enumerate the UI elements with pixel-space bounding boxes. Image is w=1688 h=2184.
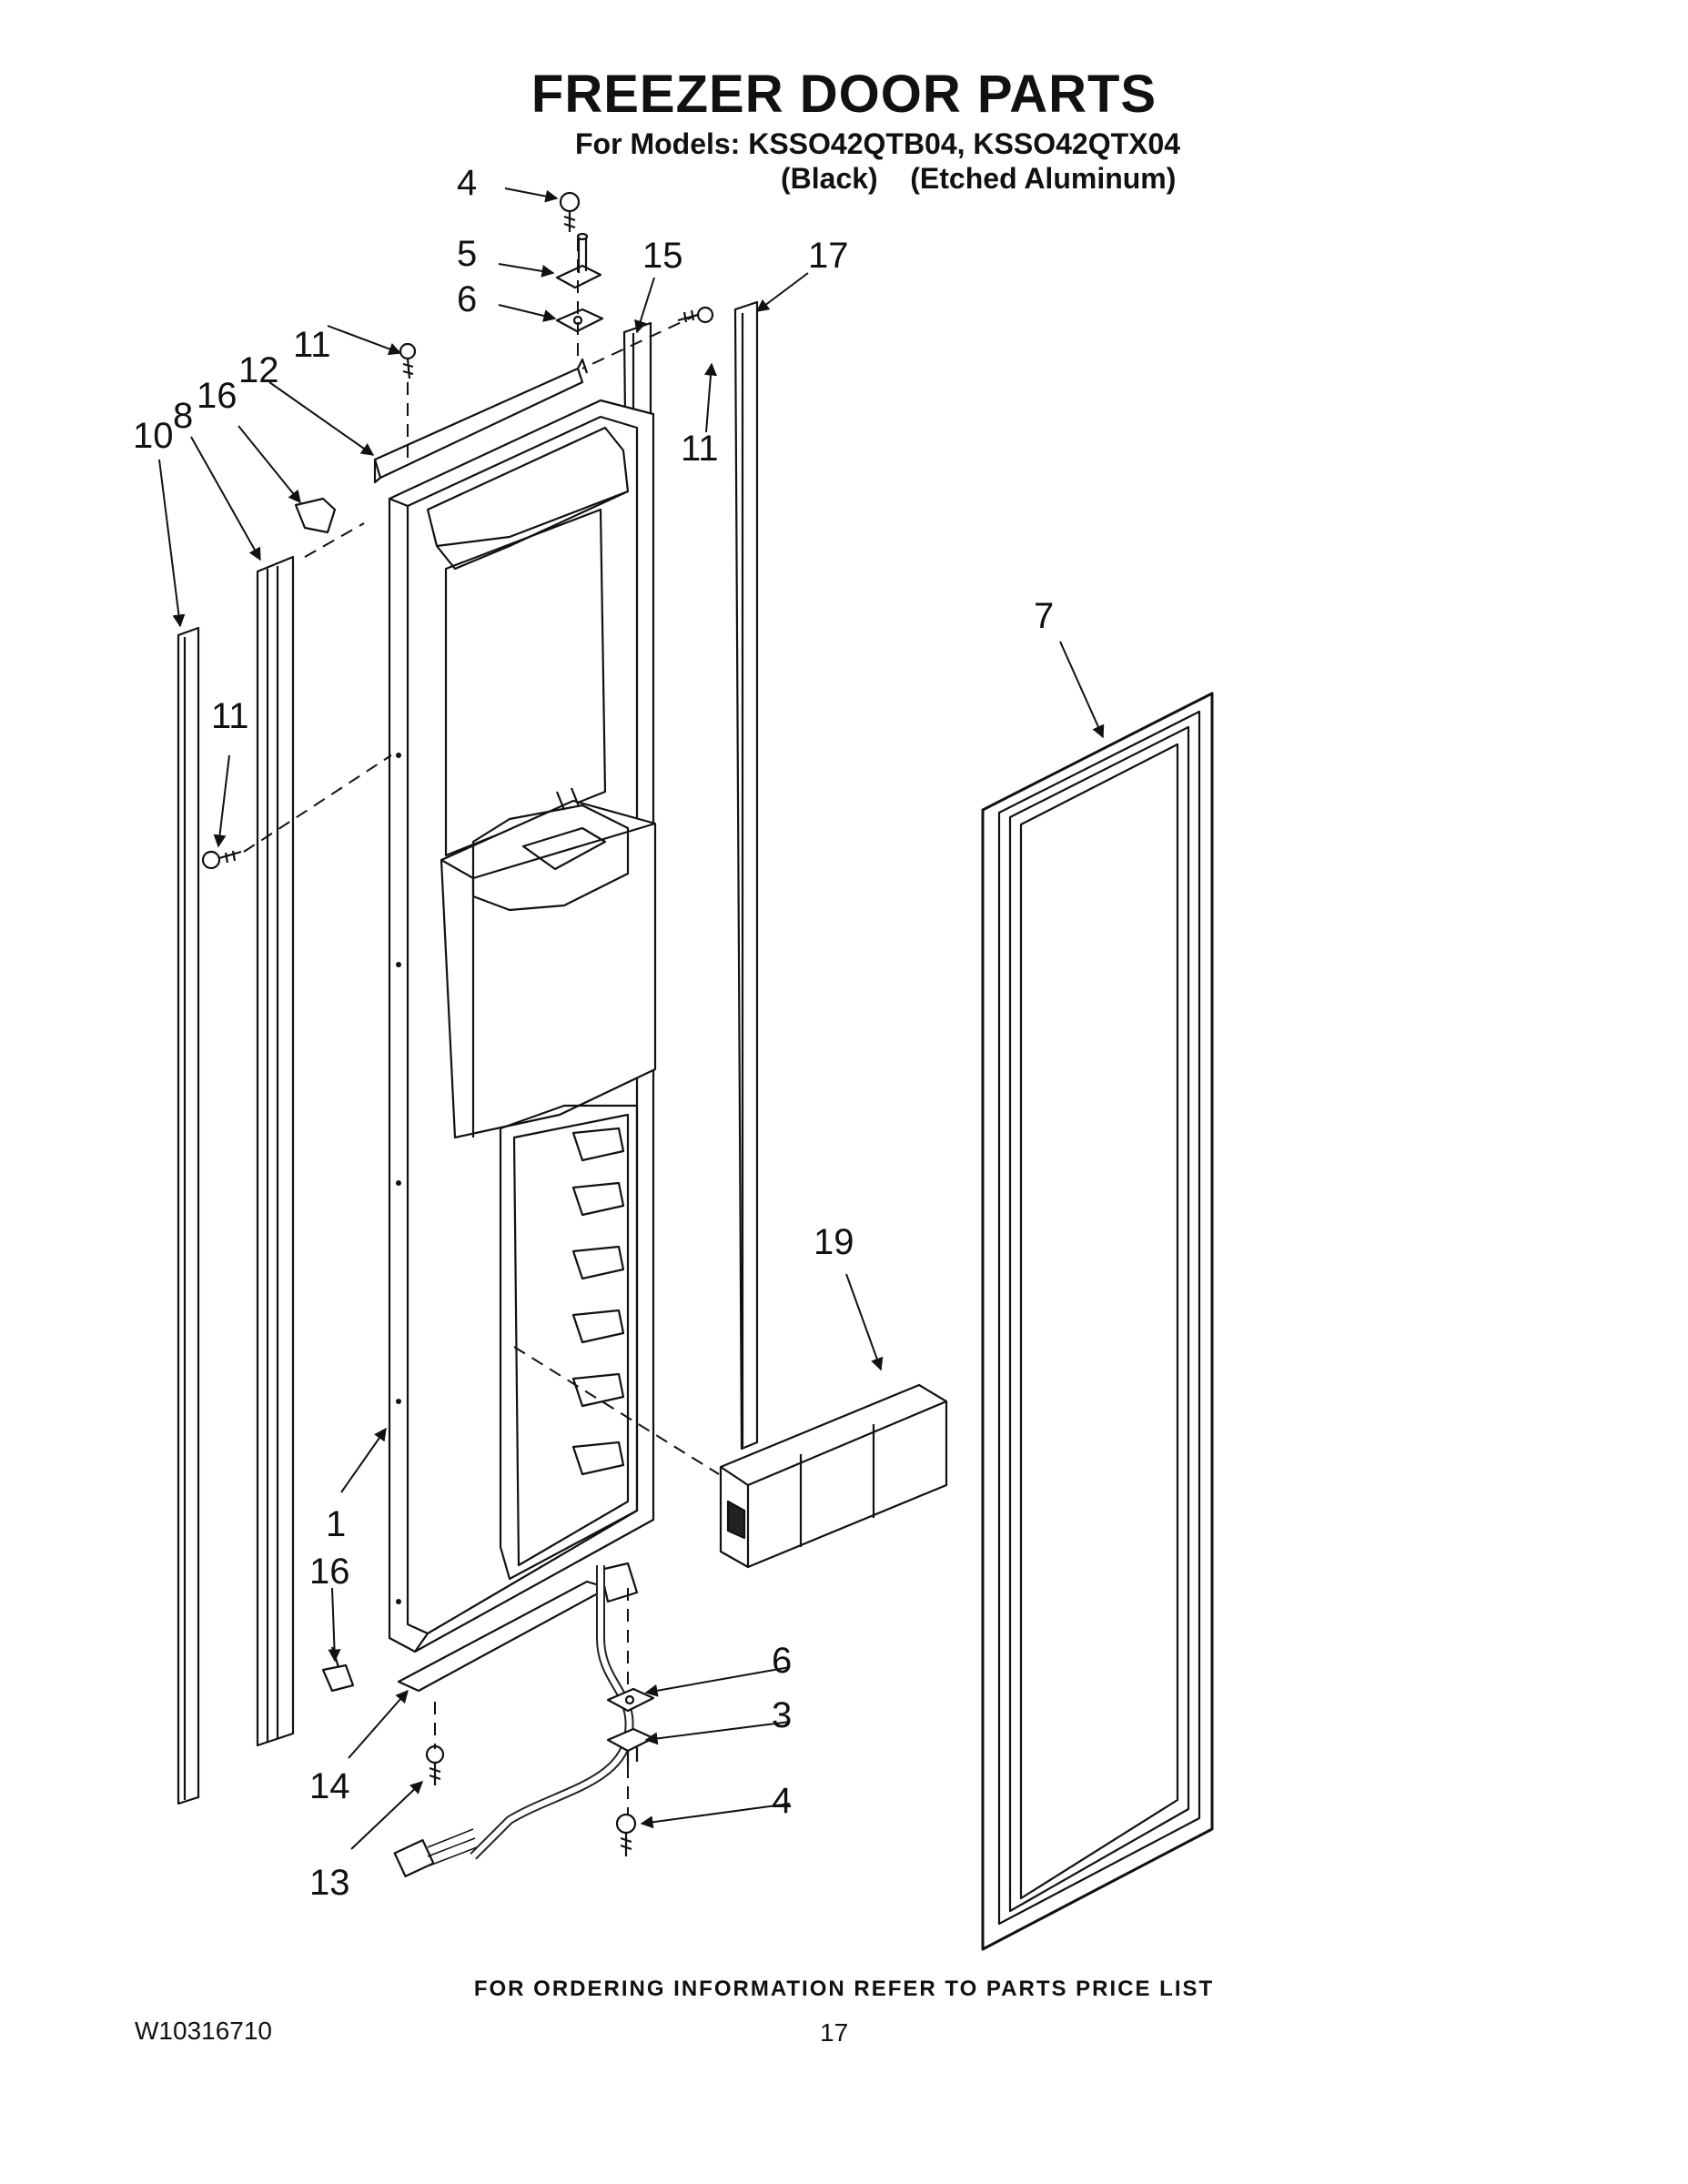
model-numbers: For Models: KSSO42QTB04, KSSO42QTX04: [575, 127, 1181, 160]
screw-part-4-top: [559, 191, 581, 232]
callout-10: 10: [133, 416, 174, 456]
door-bin-part-19: [719, 1383, 948, 1569]
callout-17: 17: [808, 236, 849, 276]
document-number: W10316710: [135, 2017, 273, 2045]
page-title: FREEZER DOOR PARTS: [531, 65, 1157, 124]
clip-part-16-top: [294, 497, 337, 534]
screw-part-11-side: [201, 850, 242, 870]
door-shelf-steps: [571, 1127, 625, 1476]
callout-4-top: 4: [457, 163, 477, 203]
variant-etched-aluminum: (Etched Aluminum): [910, 162, 1177, 195]
callout-11-a: 11: [293, 325, 331, 365]
door-assembly-part-1: [388, 399, 657, 1653]
callout-5: 5: [457, 234, 477, 274]
callout-7: 7: [1034, 596, 1054, 636]
callout-4-bottom: 4: [772, 1781, 792, 1821]
callout-16-top: 16: [197, 376, 238, 416]
ordering-note: FOR ORDERING INFORMATION REFER TO PARTS …: [473, 1977, 1215, 2001]
callout-15: 15: [642, 236, 683, 276]
screw-part-4-bottom: [615, 1813, 637, 1856]
callout-6-top: 6: [457, 279, 477, 319]
callout-6-bottom: 6: [772, 1641, 792, 1681]
callout-1: 1: [326, 1504, 346, 1544]
top-bracket-part-12: [373, 358, 589, 484]
callout-16-bottom: 16: [309, 1552, 350, 1592]
trim-strip-part-10: [177, 626, 200, 1805]
shim-part-6-bottom: [606, 1687, 655, 1713]
hinge-part-3: [606, 1727, 655, 1765]
callout-12: 12: [238, 350, 279, 390]
shim-part-6-top: [555, 308, 604, 333]
variant-black: (Black): [781, 162, 878, 195]
hinge-trim-part-8: [256, 555, 295, 1747]
screw-part-13: [425, 1744, 445, 1785]
callout-13: 13: [309, 1863, 350, 1903]
callout-labels: 4 5 6 15 17 11 12 16 8 10 11 11 7 19 1 1…: [133, 163, 1054, 1903]
callout-14: 14: [309, 1766, 350, 1806]
clip-part-16-bottom: [321, 1646, 355, 1693]
callout-11-c: 11: [211, 696, 249, 736]
callout-11-b: 11: [681, 429, 719, 469]
alignment-lines: [243, 238, 720, 1815]
model-variants: (Black) (Etched Aluminum): [781, 162, 1176, 196]
callout-8: 8: [173, 396, 193, 436]
door-gasket-part-7: [981, 692, 1214, 1951]
page-number: 17: [820, 2018, 849, 2047]
callout-19: 19: [814, 1222, 854, 1262]
screw-part-11-top-left: [399, 342, 417, 379]
callout-leaders: [158, 187, 1105, 1850]
callout-3: 3: [772, 1695, 792, 1735]
trim-strip-part-17: [733, 300, 759, 1451]
